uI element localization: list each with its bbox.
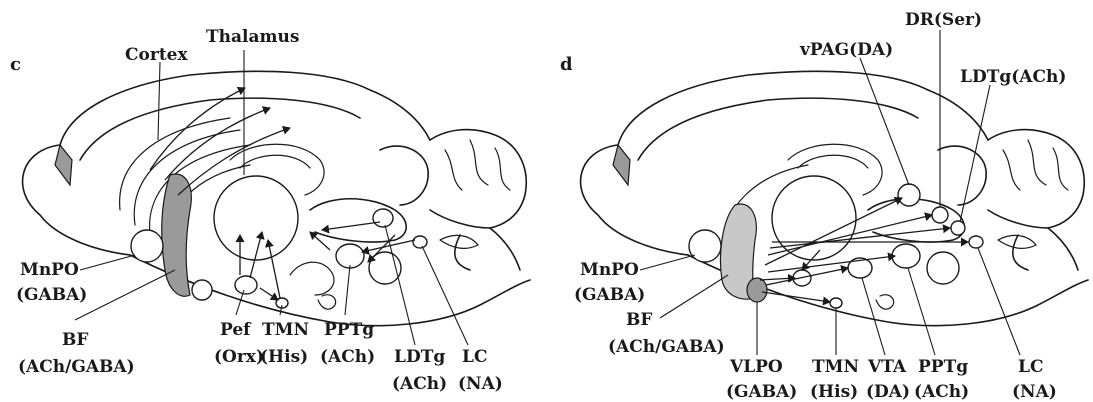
- label-lc-type: (NA): [1012, 382, 1057, 402]
- mnpo-nucleus: [131, 230, 163, 262]
- thalamus-nucleus: [214, 176, 298, 260]
- label-ldtg: LDTg: [394, 347, 445, 367]
- dr-nucleus: [932, 207, 948, 223]
- label-vta-type: (DA): [866, 382, 910, 402]
- label-mnpo: MnPO: [20, 260, 79, 280]
- label-pptg: PPTg: [324, 320, 374, 340]
- label-tmn-type: (His): [810, 382, 858, 402]
- label-vlpo-type: (GABA): [726, 382, 797, 402]
- label-dr: DR(Ser): [905, 10, 982, 30]
- label-pptg-type: (ACh): [914, 382, 969, 402]
- thalamus-nucleus: [772, 176, 856, 260]
- label-lc-type: (NA): [458, 374, 503, 394]
- label-bf: BF: [626, 310, 652, 330]
- label-pef: Pef: [220, 320, 252, 340]
- label-vta: VTA: [867, 357, 907, 377]
- bf-nucleus: [192, 280, 212, 300]
- label-mnpo: MnPO: [580, 260, 639, 280]
- bf-region-shading: [162, 174, 192, 296]
- label-thalamus: Thalamus: [206, 27, 299, 47]
- pontine-nucleus: [927, 252, 959, 284]
- label-ldtg-type: (ACh): [392, 374, 447, 394]
- pptg-nucleus: [892, 244, 920, 268]
- label-pef-type: (Orx): [214, 347, 264, 367]
- label-vlpo: VLPO: [729, 357, 783, 377]
- label-bf-type: (ACh/GABA): [608, 337, 725, 357]
- vlpo-nucleus: [747, 278, 767, 302]
- label-bf: BF: [62, 330, 88, 350]
- label-pptg-type: (ACh): [320, 347, 375, 367]
- label-lc: LC: [462, 347, 487, 367]
- panel-letter: d: [560, 54, 573, 75]
- label-tmn-type: (His): [260, 347, 308, 367]
- panel-d: d: [560, 10, 1088, 402]
- lc-nucleus: [413, 236, 427, 248]
- label-tmn: TMN: [262, 320, 309, 340]
- label-cortex: Cortex: [125, 45, 188, 65]
- ldtg-nucleus: [951, 221, 965, 235]
- label-ldtg: LDTg(ACh): [960, 67, 1066, 87]
- mnpo-nucleus: [689, 230, 721, 262]
- pef-nucleus: [235, 276, 257, 294]
- label-lc: LC: [1018, 357, 1043, 377]
- label-pptg: PPTg: [918, 357, 968, 377]
- label-tmn: TMN: [812, 357, 859, 377]
- lc-nucleus: [969, 236, 983, 248]
- ldtg-nucleus: [373, 209, 393, 227]
- label-mnpo-type: (GABA): [16, 285, 87, 305]
- tmn-nucleus: [830, 298, 842, 308]
- label-bf-type: (ACh/GABA): [18, 357, 135, 377]
- pptg-nucleus: [336, 244, 364, 268]
- ventricle-shading: [613, 145, 630, 185]
- label-vpag: vPAG(DA): [799, 40, 893, 60]
- panel-letter: c: [10, 54, 21, 75]
- label-mnpo-type: (GABA): [574, 285, 645, 305]
- ventricle-shading: [55, 145, 72, 185]
- vpag-nucleus: [898, 184, 920, 206]
- panel-c: c: [10, 27, 530, 394]
